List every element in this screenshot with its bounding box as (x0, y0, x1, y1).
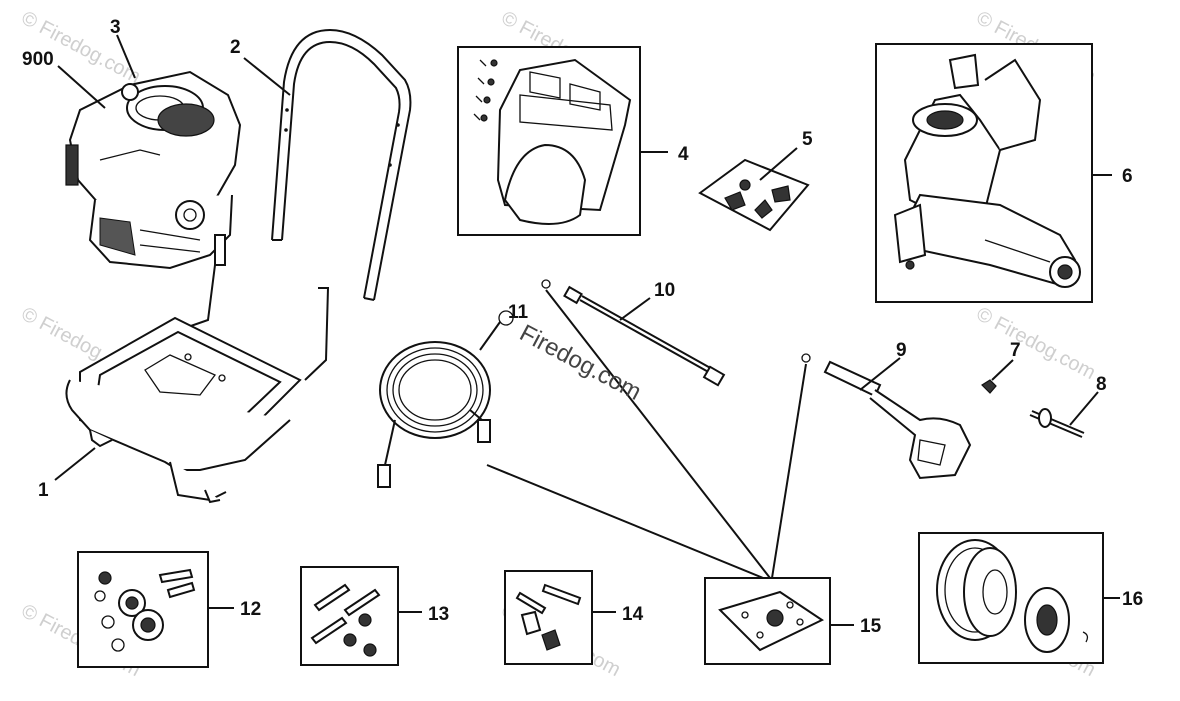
watermark: © Firedog.com (18, 7, 144, 88)
callout-9: 9 (896, 340, 907, 361)
callout-900: 900 (22, 49, 54, 70)
hardware-kit-13 (310, 583, 381, 657)
axle-illustration (1029, 408, 1085, 438)
part-box-13 (300, 566, 399, 666)
callout-16: 16 (1122, 589, 1143, 610)
callout-13: 13 (428, 604, 449, 625)
spray-gun-illustration (801, 353, 972, 480)
wheel-illustration (936, 539, 1089, 653)
frame-illustration (65, 234, 330, 504)
callout-4: 4 (678, 144, 689, 165)
pump-illustration (893, 53, 1081, 288)
handle-illustration (271, 28, 412, 301)
holder-illustration (473, 58, 632, 225)
hardware-kit-14 (515, 583, 582, 651)
hose-illustration (377, 310, 514, 488)
hardware-kit-15 (718, 590, 825, 652)
watermark: © Firedog.com (973, 303, 1099, 384)
callout-1: 1 (38, 480, 49, 501)
callout-6: 6 (1122, 166, 1133, 187)
lance-illustration (541, 279, 726, 387)
callout-8: 8 (1096, 374, 1107, 395)
engine-illustration (65, 70, 242, 270)
callout-2: 2 (230, 37, 241, 58)
callout-12: 12 (240, 599, 261, 620)
callout-numbers: 900 3 2 4 5 6 10 11 9 7 8 1 12 13 14 15 … (22, 17, 1143, 637)
callout-7: 7 (1010, 340, 1021, 361)
nozzle-kit-illustration (698, 158, 810, 232)
leader-lines (54, 34, 1120, 626)
callout-15: 15 (860, 616, 882, 637)
callout-11: 11 (508, 302, 529, 323)
center-watermark: Firedog.com (515, 319, 645, 405)
callout-5: 5 (802, 129, 813, 150)
callout-14: 14 (622, 604, 644, 625)
callout-3: 3 (110, 17, 121, 38)
nut-illustration (981, 379, 997, 394)
hardware-kit-12 (94, 568, 196, 652)
callout-10: 10 (654, 280, 675, 301)
